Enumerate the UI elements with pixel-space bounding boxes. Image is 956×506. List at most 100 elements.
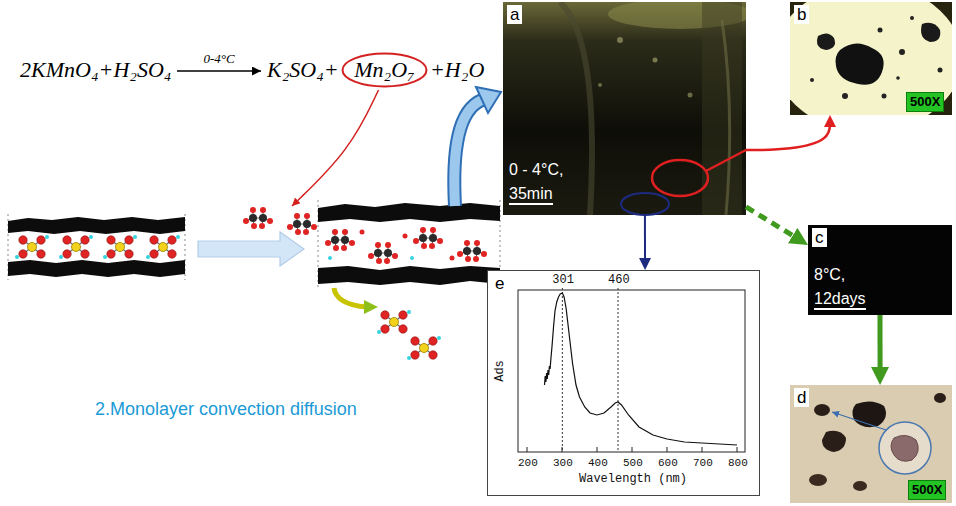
acid-molecules xyxy=(377,310,411,334)
intercalated-graphite xyxy=(360,230,365,235)
flask-photo xyxy=(688,93,693,98)
flask-photo xyxy=(503,2,746,215)
graphite-layers xyxy=(146,235,180,259)
step-caption: 2.Monolayer convection diffusion xyxy=(95,398,357,420)
transfer-arrow xyxy=(454,100,482,206)
storage-arrow xyxy=(746,207,800,240)
graphite-layers xyxy=(59,235,93,259)
intercalated-graphite xyxy=(318,200,500,288)
chemical-formula: K₂SO₄+ xyxy=(267,57,339,83)
flask-photo xyxy=(617,37,623,43)
intercalated-graphite xyxy=(325,229,355,251)
acid-molecules xyxy=(407,336,441,360)
peak-marker xyxy=(618,288,619,452)
acid-molecules xyxy=(377,310,441,360)
axis-tick xyxy=(737,447,738,452)
micrograph xyxy=(878,28,883,33)
spectrum-panel: e301460AdsWavelength (nm)200300400500600… xyxy=(487,270,760,496)
micrograph xyxy=(810,78,814,82)
flask-photo xyxy=(503,0,752,215)
tick-label: 600 xyxy=(658,457,678,469)
tick-label: 400 xyxy=(588,457,608,469)
tick-label: 800 xyxy=(728,457,748,469)
intercalated-graphite xyxy=(450,256,455,261)
graphite-layers xyxy=(8,260,185,277)
release-arrow xyxy=(334,288,366,307)
micrograph xyxy=(817,33,835,50)
axis-tick xyxy=(667,447,668,452)
panel-letter: a xyxy=(507,5,522,24)
micrograph xyxy=(852,401,886,427)
tick-label: 500 xyxy=(623,457,643,469)
oxide-molecules xyxy=(287,213,317,235)
graphite-layers xyxy=(103,235,137,259)
micrograph xyxy=(832,412,886,430)
micrograph-panel: d500X xyxy=(790,385,952,503)
panel-letter: c xyxy=(812,228,827,247)
panel-letter: b xyxy=(794,5,809,24)
micrograph xyxy=(879,422,931,474)
flask-photo xyxy=(652,160,708,196)
micrograph xyxy=(853,481,867,491)
chemical-formula: +H₂O xyxy=(430,57,484,83)
micrograph xyxy=(774,0,956,132)
transfer-arrow xyxy=(454,100,482,206)
dark-photo xyxy=(808,225,952,315)
flask-photo xyxy=(621,193,669,215)
intercalated-graphite xyxy=(413,227,443,249)
micrograph-panel: b500X xyxy=(790,2,952,115)
peak-marker xyxy=(562,288,563,452)
transfer-arrow xyxy=(476,87,501,113)
reaction-condition: 0-4°C xyxy=(204,51,235,66)
absorbance-curve xyxy=(545,293,738,445)
micrograph xyxy=(938,68,943,73)
intercalated-graphite xyxy=(410,256,414,260)
flask-photo xyxy=(653,58,658,63)
condition-text: 35min xyxy=(509,184,553,205)
graphite-layers xyxy=(15,235,49,259)
micrograph xyxy=(790,385,952,503)
flask-photo xyxy=(706,150,746,171)
panel-letter: e xyxy=(492,274,507,293)
oxide-molecules xyxy=(243,207,317,235)
photo-panel: a 0 - 4°C, 35min xyxy=(503,2,746,215)
circled-product: Mn₂O₇ xyxy=(341,52,428,88)
axis-tick xyxy=(527,447,528,452)
axis-title: Wavelength (nm) xyxy=(579,472,687,486)
highlight-ring xyxy=(343,54,427,87)
intercalated-graphite xyxy=(318,203,500,222)
result-arrow xyxy=(746,121,830,150)
tick-label: 300 xyxy=(553,457,573,469)
intercalated-graphite xyxy=(318,266,500,285)
leader-line xyxy=(292,90,379,206)
axis-tick xyxy=(632,447,633,452)
micrograph xyxy=(910,16,914,20)
spectrum-plot xyxy=(487,270,760,496)
micrograph xyxy=(822,431,846,452)
transfer-arrow xyxy=(454,87,501,206)
micrograph xyxy=(790,385,952,503)
micrograph xyxy=(891,435,918,461)
result-arrow xyxy=(878,315,883,376)
peak-label: 460 xyxy=(608,274,630,287)
chemical-formula: Mn₂O₇ xyxy=(354,57,415,83)
chemical-formula: 2KMnO₄+H₂SO₄ xyxy=(20,57,171,83)
intercalated-graphite xyxy=(368,242,398,264)
flask-photo xyxy=(560,2,746,215)
reaction-arrow xyxy=(177,70,261,72)
intercalated-graphite xyxy=(403,234,408,239)
flask-photo xyxy=(560,2,592,215)
condition-text: 0 - 4°C, xyxy=(509,160,563,179)
graphite-layers xyxy=(8,214,185,280)
spectrum-plot xyxy=(518,290,745,452)
process-arrow xyxy=(198,232,304,266)
axis-tick xyxy=(562,447,563,452)
condition-text: 8°C, xyxy=(814,265,845,284)
micrograph xyxy=(836,43,884,84)
photo-panel: c8°C,12days xyxy=(808,225,952,315)
oxide-molecules xyxy=(243,207,273,229)
release-arrow xyxy=(334,288,378,314)
intercalated-graphite xyxy=(457,240,487,262)
flask-photo xyxy=(598,83,602,87)
